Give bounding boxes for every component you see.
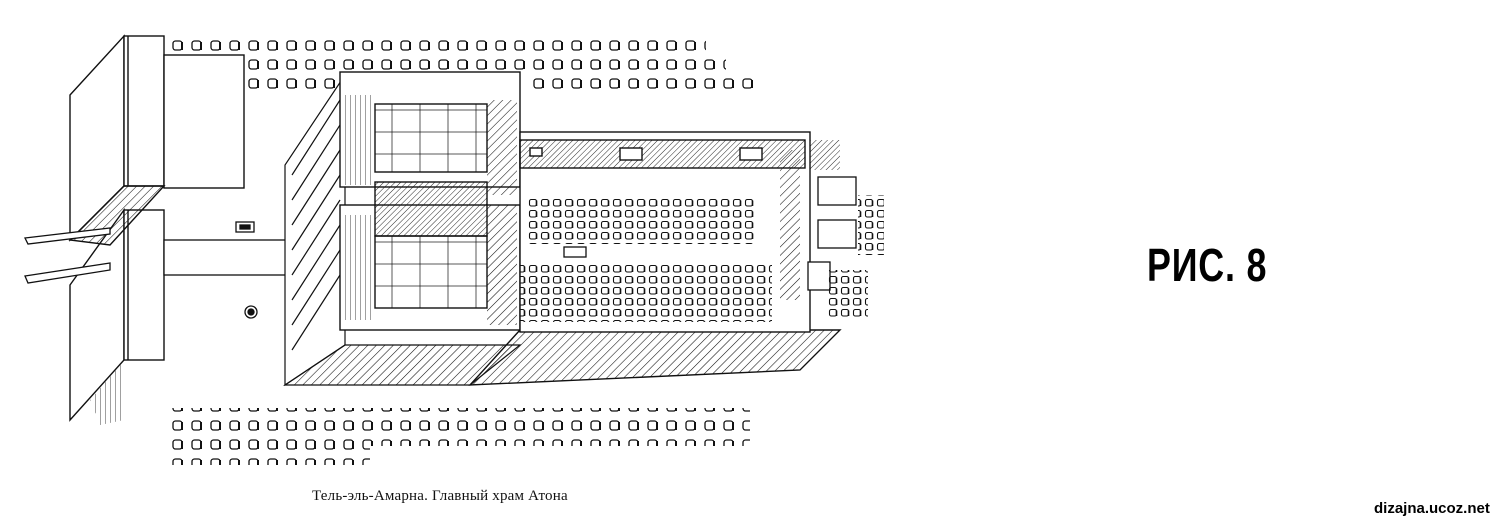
- entrance-pylons: [68, 34, 245, 425]
- processional-way: [163, 221, 295, 319]
- sanctuary: [807, 140, 884, 320]
- temple-drawing: [24, 34, 884, 465]
- figure-label: РИС. 8: [1147, 239, 1268, 291]
- entrance-ramps: [24, 227, 111, 284]
- offering-tables-top: [166, 38, 760, 95]
- hall-offering-tables: [520, 198, 772, 322]
- front-courts: [339, 71, 521, 331]
- long-hall: [468, 131, 842, 386]
- watermark-text: dizajna.ucoz.net: [1374, 500, 1490, 517]
- figure-caption: Тель-эль-Амарна. Главный храм Атона: [312, 488, 568, 504]
- offering-tables-bottom: [170, 408, 750, 465]
